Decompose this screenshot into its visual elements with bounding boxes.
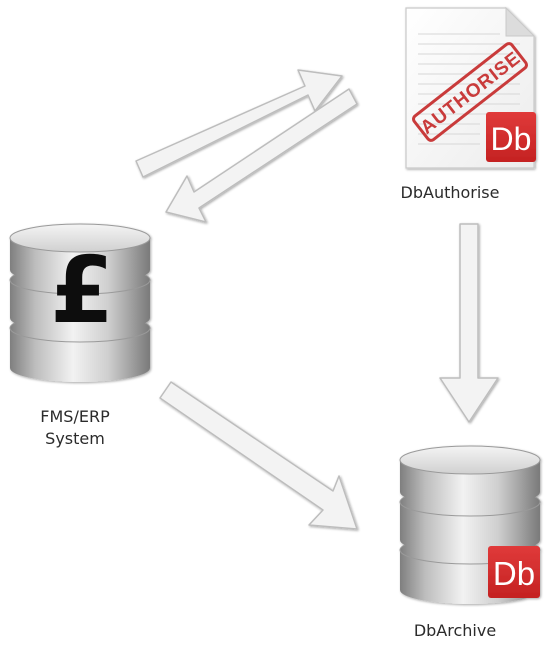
dbauthorise-node: AUTHORISE Db	[405, 6, 536, 169]
db-logo-text: Db	[493, 555, 535, 592]
db-logo-icon: Db	[488, 546, 540, 598]
fms-label-line2: System	[45, 429, 105, 448]
pound-sign-icon: £	[50, 237, 114, 344]
db-logo-text: Db	[491, 121, 532, 157]
arrow-fms-to-archive	[159, 381, 358, 530]
database-icon	[399, 445, 541, 604]
fms-database: £	[9, 223, 151, 382]
arrow-authorise-to-fms	[165, 88, 358, 223]
fms-label-line1: FMS/ERP	[40, 407, 110, 426]
fms-erp-label: FMS/ERP System	[10, 406, 140, 450]
edge-fms-to-authorise	[135, 69, 343, 178]
dbarchive-label: DbArchive	[413, 621, 497, 640]
arrow-fms-to-authorise	[135, 69, 343, 178]
db-logo-icon: Db	[486, 112, 536, 162]
dbarchive-database: Db	[399, 445, 541, 604]
dbauthorise-label: DbAuthorise	[400, 183, 500, 202]
edge-authorise-to-archive	[439, 223, 499, 423]
edge-authorise-to-fms	[165, 88, 358, 223]
database-icon	[9, 223, 151, 382]
arrow-authorise-to-archive	[439, 223, 499, 423]
edge-fms-to-archive	[159, 381, 358, 530]
